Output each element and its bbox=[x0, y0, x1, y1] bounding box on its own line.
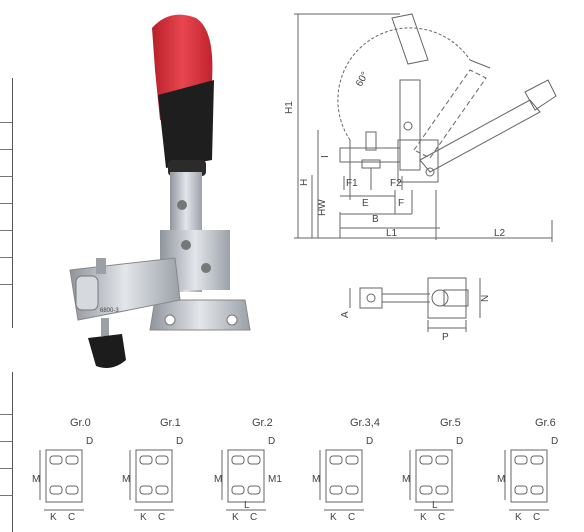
label-f1: F1 bbox=[346, 178, 358, 189]
group-label: C bbox=[438, 512, 445, 523]
label-a: A bbox=[340, 311, 351, 318]
group-label: K bbox=[420, 512, 427, 523]
group-label: C bbox=[250, 512, 257, 523]
label-p: P bbox=[442, 332, 449, 343]
group-label: M1 bbox=[268, 474, 282, 485]
group-title: Gr.6 bbox=[535, 417, 556, 429]
group-label: C bbox=[348, 512, 355, 523]
group-label: M bbox=[122, 474, 130, 485]
label-f: F bbox=[398, 198, 404, 209]
label-l1: L1 bbox=[386, 228, 398, 239]
group-label: C bbox=[533, 512, 540, 523]
group-label: L bbox=[432, 500, 438, 511]
group-label: M bbox=[497, 474, 505, 485]
group-label: D bbox=[86, 436, 93, 447]
group-label: C bbox=[68, 512, 75, 523]
group-title: Gr.2 bbox=[252, 417, 273, 429]
group-label: M bbox=[32, 474, 40, 485]
group-label: M bbox=[214, 474, 222, 485]
group-title: Gr.5 bbox=[440, 417, 461, 429]
group-label: K bbox=[330, 512, 337, 523]
group-label: L bbox=[244, 500, 250, 511]
group-label: D bbox=[456, 436, 463, 447]
label-i: I bbox=[320, 155, 331, 158]
group-label: K bbox=[515, 512, 522, 523]
group-label: C bbox=[158, 512, 165, 523]
group-label: M bbox=[402, 474, 410, 485]
label-b: B bbox=[372, 214, 379, 225]
label-hw: HW bbox=[317, 199, 328, 216]
label-f2: F2 bbox=[390, 178, 402, 189]
table-edge-bottom bbox=[0, 372, 13, 532]
group-title: Gr.3,4 bbox=[350, 417, 380, 429]
label-h: H bbox=[299, 179, 310, 186]
table-edge-top bbox=[0, 78, 13, 328]
group-label: D bbox=[551, 436, 558, 447]
group-label: K bbox=[50, 512, 57, 523]
label-h1: H1 bbox=[284, 101, 295, 114]
group-label: K bbox=[232, 512, 239, 523]
label-l2: L2 bbox=[494, 228, 506, 239]
group-label: D bbox=[366, 436, 373, 447]
group-label: M bbox=[312, 474, 320, 485]
group-label: D bbox=[176, 436, 183, 447]
group-label: D bbox=[268, 436, 275, 447]
group-label: K bbox=[140, 512, 147, 523]
group-title: Gr.1 bbox=[160, 417, 181, 429]
label-n: N bbox=[480, 295, 491, 302]
label-e: E bbox=[362, 198, 369, 209]
group-title: Gr.0 bbox=[70, 417, 91, 429]
